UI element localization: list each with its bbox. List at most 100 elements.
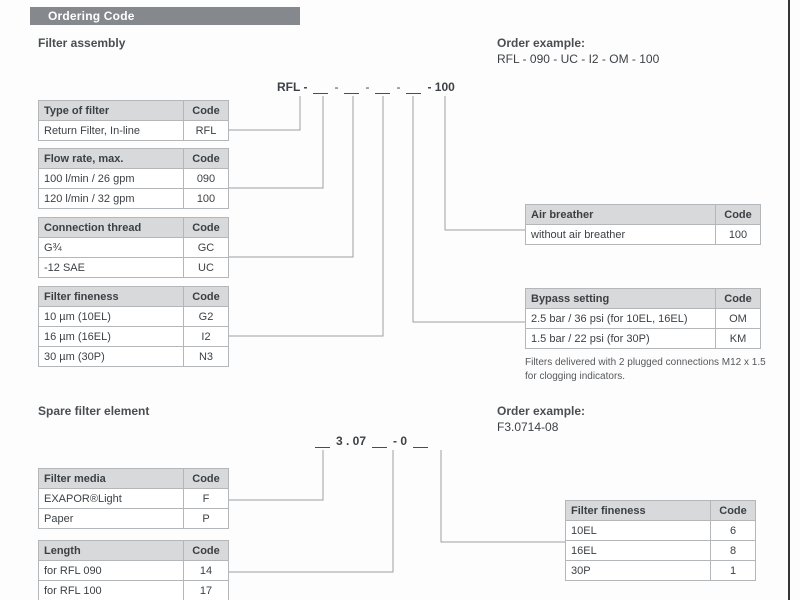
row-code: RFL: [183, 120, 229, 141]
table-header: Bypass setting: [525, 288, 716, 309]
row-code: 100: [715, 224, 761, 245]
line-spare-fineness: [440, 450, 565, 543]
table-header-row: Filter fineness Code: [565, 500, 756, 521]
line-connection-thread: [228, 96, 354, 258]
table-code-header: Code: [183, 468, 229, 489]
code-mid: 3 . 07: [336, 434, 367, 448]
page-edge-line: [788, 0, 790, 600]
table-row: EXAPOR®Light F: [38, 488, 229, 509]
row-label: without air breather: [525, 224, 716, 245]
row-code: OM: [715, 308, 761, 329]
row-label: Return Filter, In-line: [38, 120, 184, 141]
line-type-of-filter: [228, 96, 301, 131]
table-header: Length: [38, 540, 184, 561]
code-prefix: RFL -: [277, 80, 308, 94]
table-row: for RFL 090 14: [38, 560, 229, 581]
section-header-bar: Ordering Code: [30, 7, 300, 25]
filter-media-table: Filter media Code EXAPOR®Light F Paper P: [38, 468, 229, 529]
row-label: 100 l/min / 26 gpm: [38, 168, 184, 189]
row-label: EXAPOR®Light: [38, 488, 184, 509]
row-code: 090: [183, 168, 229, 189]
table-header: Filter fineness: [38, 286, 184, 307]
code-dash: -: [396, 80, 401, 94]
flow-rate-table: Flow rate, max. Code 100 l/min / 26 gpm …: [38, 148, 229, 209]
line-filter-media: [228, 450, 324, 501]
code-blank: [406, 81, 422, 94]
table-code-header: Code: [183, 148, 229, 169]
table-row: 10EL 6: [565, 520, 756, 541]
filter-assembly-heading: Filter assembly: [38, 36, 126, 50]
code-suffix: - 100: [427, 80, 455, 94]
table-row: 30 µm (30P) N3: [38, 346, 229, 367]
row-code: 8: [710, 540, 756, 561]
order-example-value: RFL - 090 - UC - I2 - OM - 100: [497, 52, 660, 66]
table-header: Filter media: [38, 468, 184, 489]
row-label: 10EL: [565, 520, 711, 541]
table-code-header: Code: [715, 288, 761, 309]
row-code: 17: [183, 580, 229, 600]
table-header-row: Filter media Code: [38, 468, 229, 489]
air-breather-table: Air breather Code without air breather 1…: [525, 204, 761, 245]
row-label: Paper: [38, 508, 184, 529]
line-bypass-setting: [412, 96, 525, 323]
table-code-header: Code: [183, 540, 229, 561]
row-label: -12 SAE: [38, 257, 184, 278]
table-row: 2.5 bar / 36 psi (for 10EL, 16EL) OM: [525, 308, 761, 329]
bypass-note: Filters delivered with 2 plugged connect…: [525, 357, 766, 382]
table-header: Connection thread: [38, 217, 184, 238]
code-blank: [375, 81, 391, 94]
row-code: N3: [183, 346, 229, 367]
row-label: 16EL: [565, 540, 711, 561]
table-header-row: Type of filter Code: [38, 100, 229, 121]
row-code: 6: [710, 520, 756, 541]
table-row: 1.5 bar / 22 psi (for 30P) KM: [525, 328, 761, 349]
row-label: 10 µm (10EL): [38, 306, 184, 327]
table-code-header: Code: [183, 217, 229, 238]
table-header-row: Filter fineness Code: [38, 286, 229, 307]
code-blank: [313, 81, 329, 94]
code-blank: [344, 81, 360, 94]
type-of-filter-table: Type of filter Code Return Filter, In-li…: [38, 100, 229, 141]
order-example-label-2: Order example:: [497, 404, 586, 418]
ordering-code-line: RFL - - - - - 100: [277, 78, 455, 94]
table-row: 100 l/min / 26 gpm 090: [38, 168, 229, 189]
table-row: 30P 1: [565, 560, 756, 581]
row-code: 1: [710, 560, 756, 581]
line-air-breather: [444, 96, 525, 231]
table-row: without air breather 100: [525, 224, 761, 245]
order-example-value-2: F3.0714-08: [497, 420, 559, 434]
order-example-label: Order example:: [497, 36, 586, 50]
table-header: Air breather: [525, 204, 716, 225]
table-row: 120 l/min / 32 gpm 100: [38, 188, 229, 209]
row-label: for RFL 100: [38, 580, 184, 600]
code-blank: [413, 435, 429, 448]
row-label: G¾: [38, 237, 184, 258]
connection-thread-table: Connection thread Code G¾ GC -12 SAE UC: [38, 217, 229, 278]
row-label: 120 l/min / 32 gpm: [38, 188, 184, 209]
row-code: F: [183, 488, 229, 509]
table-header: Filter fineness: [565, 500, 711, 521]
code-blank: [372, 435, 388, 448]
table-row: Paper P: [38, 508, 229, 529]
table-header-row: Length Code: [38, 540, 229, 561]
table-header-row: Bypass setting Code: [525, 288, 761, 309]
length-table: Length Code for RFL 090 14 for RFL 100 1…: [38, 540, 229, 600]
row-code: 14: [183, 560, 229, 581]
row-code: 100: [183, 188, 229, 209]
table-code-header: Code: [183, 100, 229, 121]
code-blank: [315, 435, 330, 448]
table-header-row: Flow rate, max. Code: [38, 148, 229, 169]
table-header-row: Connection thread Code: [38, 217, 229, 238]
table-code-header: Code: [715, 204, 761, 225]
code-dash: -: [334, 80, 339, 94]
row-label: 1.5 bar / 22 psi (for 30P): [525, 328, 716, 349]
table-row: 10 µm (10EL) G2: [38, 306, 229, 327]
table-header: Flow rate, max.: [38, 148, 184, 169]
row-code: KM: [715, 328, 761, 349]
table-row: G¾ GC: [38, 237, 229, 258]
row-code: P: [183, 508, 229, 529]
filter-fineness-table: Filter fineness Code 10 µm (10EL) G2 16 …: [38, 286, 229, 367]
row-label: 16 µm (16EL): [38, 326, 184, 347]
table-row: for RFL 100 17: [38, 580, 229, 600]
